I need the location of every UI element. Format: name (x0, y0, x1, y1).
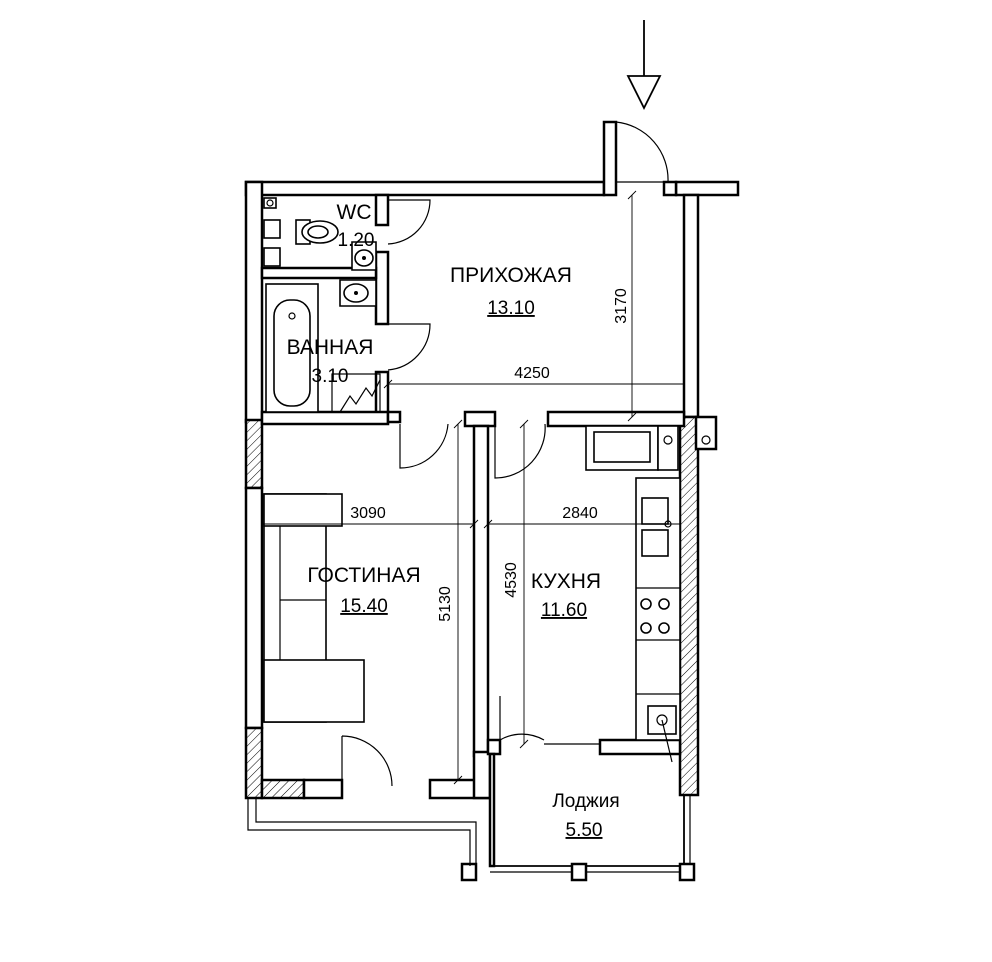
sofa-icon (263, 493, 365, 723)
kitchen-sink-icon (641, 497, 672, 557)
ventilation-shaft (339, 379, 381, 413)
living-area: 15.40 (340, 596, 388, 617)
kitchen-name: КУХНЯ (531, 570, 601, 593)
bath-sink-icon (339, 279, 377, 307)
outer-walls (244, 120, 740, 800)
kitchen-area: 11.60 (541, 600, 587, 621)
loggia-name: Лоджия (552, 791, 619, 812)
wc-shelves (263, 197, 281, 267)
loggia-structure (247, 752, 696, 882)
dim-hall-depth: 3170 (613, 288, 630, 324)
dim-living-width: 3090 (350, 505, 386, 522)
hall-area: 13.10 (487, 298, 535, 319)
wc-name: WC (337, 201, 372, 224)
bathtub-icon (265, 283, 319, 413)
dim-kitchen-depth: 4530 (503, 562, 520, 598)
stove-icon (640, 598, 670, 634)
vent-box (331, 373, 381, 413)
bath-name: ВАННАЯ (287, 336, 374, 359)
dimension-lines (262, 190, 684, 785)
dim-hall-width: 4250 (514, 365, 550, 382)
boiler-icon (647, 705, 677, 763)
loggia-area: 5.50 (566, 820, 603, 841)
toilet-icon (295, 219, 339, 245)
bath-area: 3.10 (312, 366, 349, 387)
interior-doors (341, 199, 600, 790)
sink-icon (351, 241, 377, 271)
living-name: ГОСТИНАЯ (307, 564, 420, 587)
wc-area: 1.20 (338, 230, 375, 251)
dim-living-depth: 5130 (437, 586, 454, 622)
hall-name: ПРИХОЖАЯ (450, 264, 572, 287)
interior-walls (260, 193, 686, 800)
dim-kitchen-width: 2840 (562, 505, 598, 522)
entrance-door (615, 121, 669, 183)
entrance-arrow-icon (626, 20, 662, 111)
kitchen-cabinet-top (585, 425, 679, 471)
